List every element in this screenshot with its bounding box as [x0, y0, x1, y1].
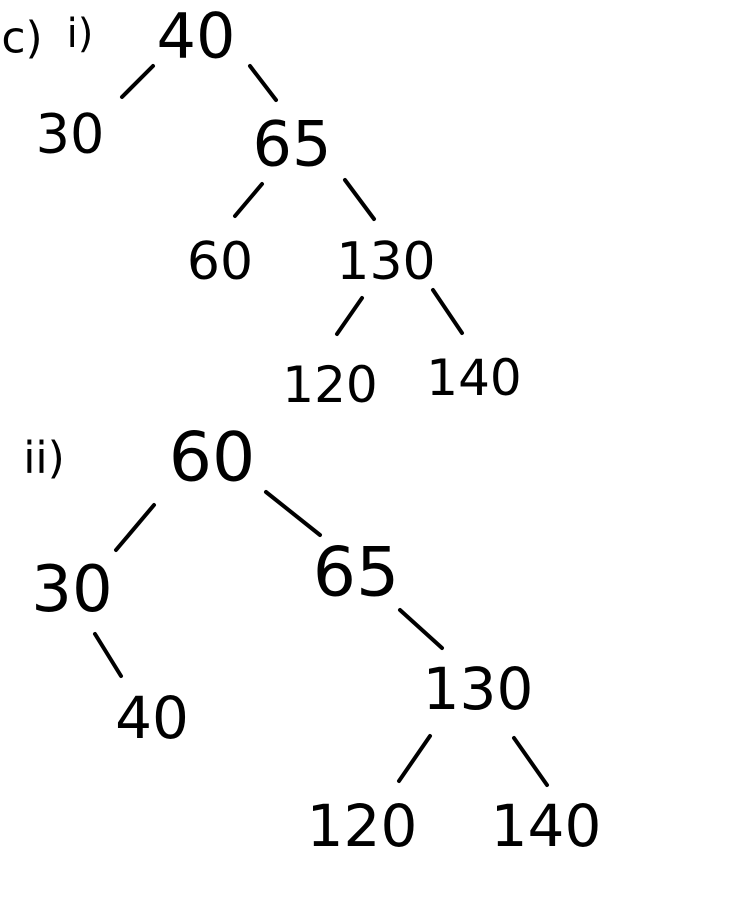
edge-30-40	[93, 632, 123, 678]
edge-40-65	[248, 64, 278, 102]
tree-ii-node-130: 130	[423, 655, 534, 723]
tree-ii-node-30: 30	[31, 553, 112, 627]
tree-ii-node-140: 140	[491, 792, 602, 860]
edge-130-120	[335, 296, 364, 336]
subpart-i-label: i)	[67, 11, 94, 57]
tree-ii-node-40: 40	[115, 684, 189, 752]
tree-ii-node-65: 65	[313, 534, 400, 613]
tree-ii-node-120: 120	[307, 792, 418, 860]
tree-i-node-40: 40	[157, 0, 236, 73]
edge-40-30	[120, 64, 155, 99]
part-c-label: c)	[1, 13, 42, 64]
tree-i-node-65: 65	[253, 108, 332, 181]
tree-i-node-140: 140	[426, 349, 521, 407]
edge-130-140	[512, 736, 549, 787]
tree-ii-nodes: 60 30 65 40 130 120 140	[31, 419, 601, 861]
edge-60-65	[264, 490, 322, 537]
tree-i-nodes: 40 30 65 60 130 120 140	[36, 0, 522, 414]
edge-65-60	[233, 182, 264, 218]
tree-i-node-30: 30	[36, 103, 105, 166]
tree-i-node-120: 120	[282, 356, 377, 414]
tree-ii-node-60: 60	[169, 419, 256, 498]
edge-65-130	[398, 608, 444, 650]
subpart-ii-label: ii)	[23, 433, 65, 484]
tree-i-edges	[120, 64, 464, 336]
tree-i-node-60: 60	[187, 232, 253, 292]
tree-ii-edges	[93, 490, 549, 787]
edge-130-140	[431, 288, 464, 335]
tree-i-node-130: 130	[336, 232, 435, 292]
edge-130-120	[397, 734, 432, 783]
edge-60-30	[114, 503, 156, 552]
edge-65-130	[343, 178, 376, 221]
